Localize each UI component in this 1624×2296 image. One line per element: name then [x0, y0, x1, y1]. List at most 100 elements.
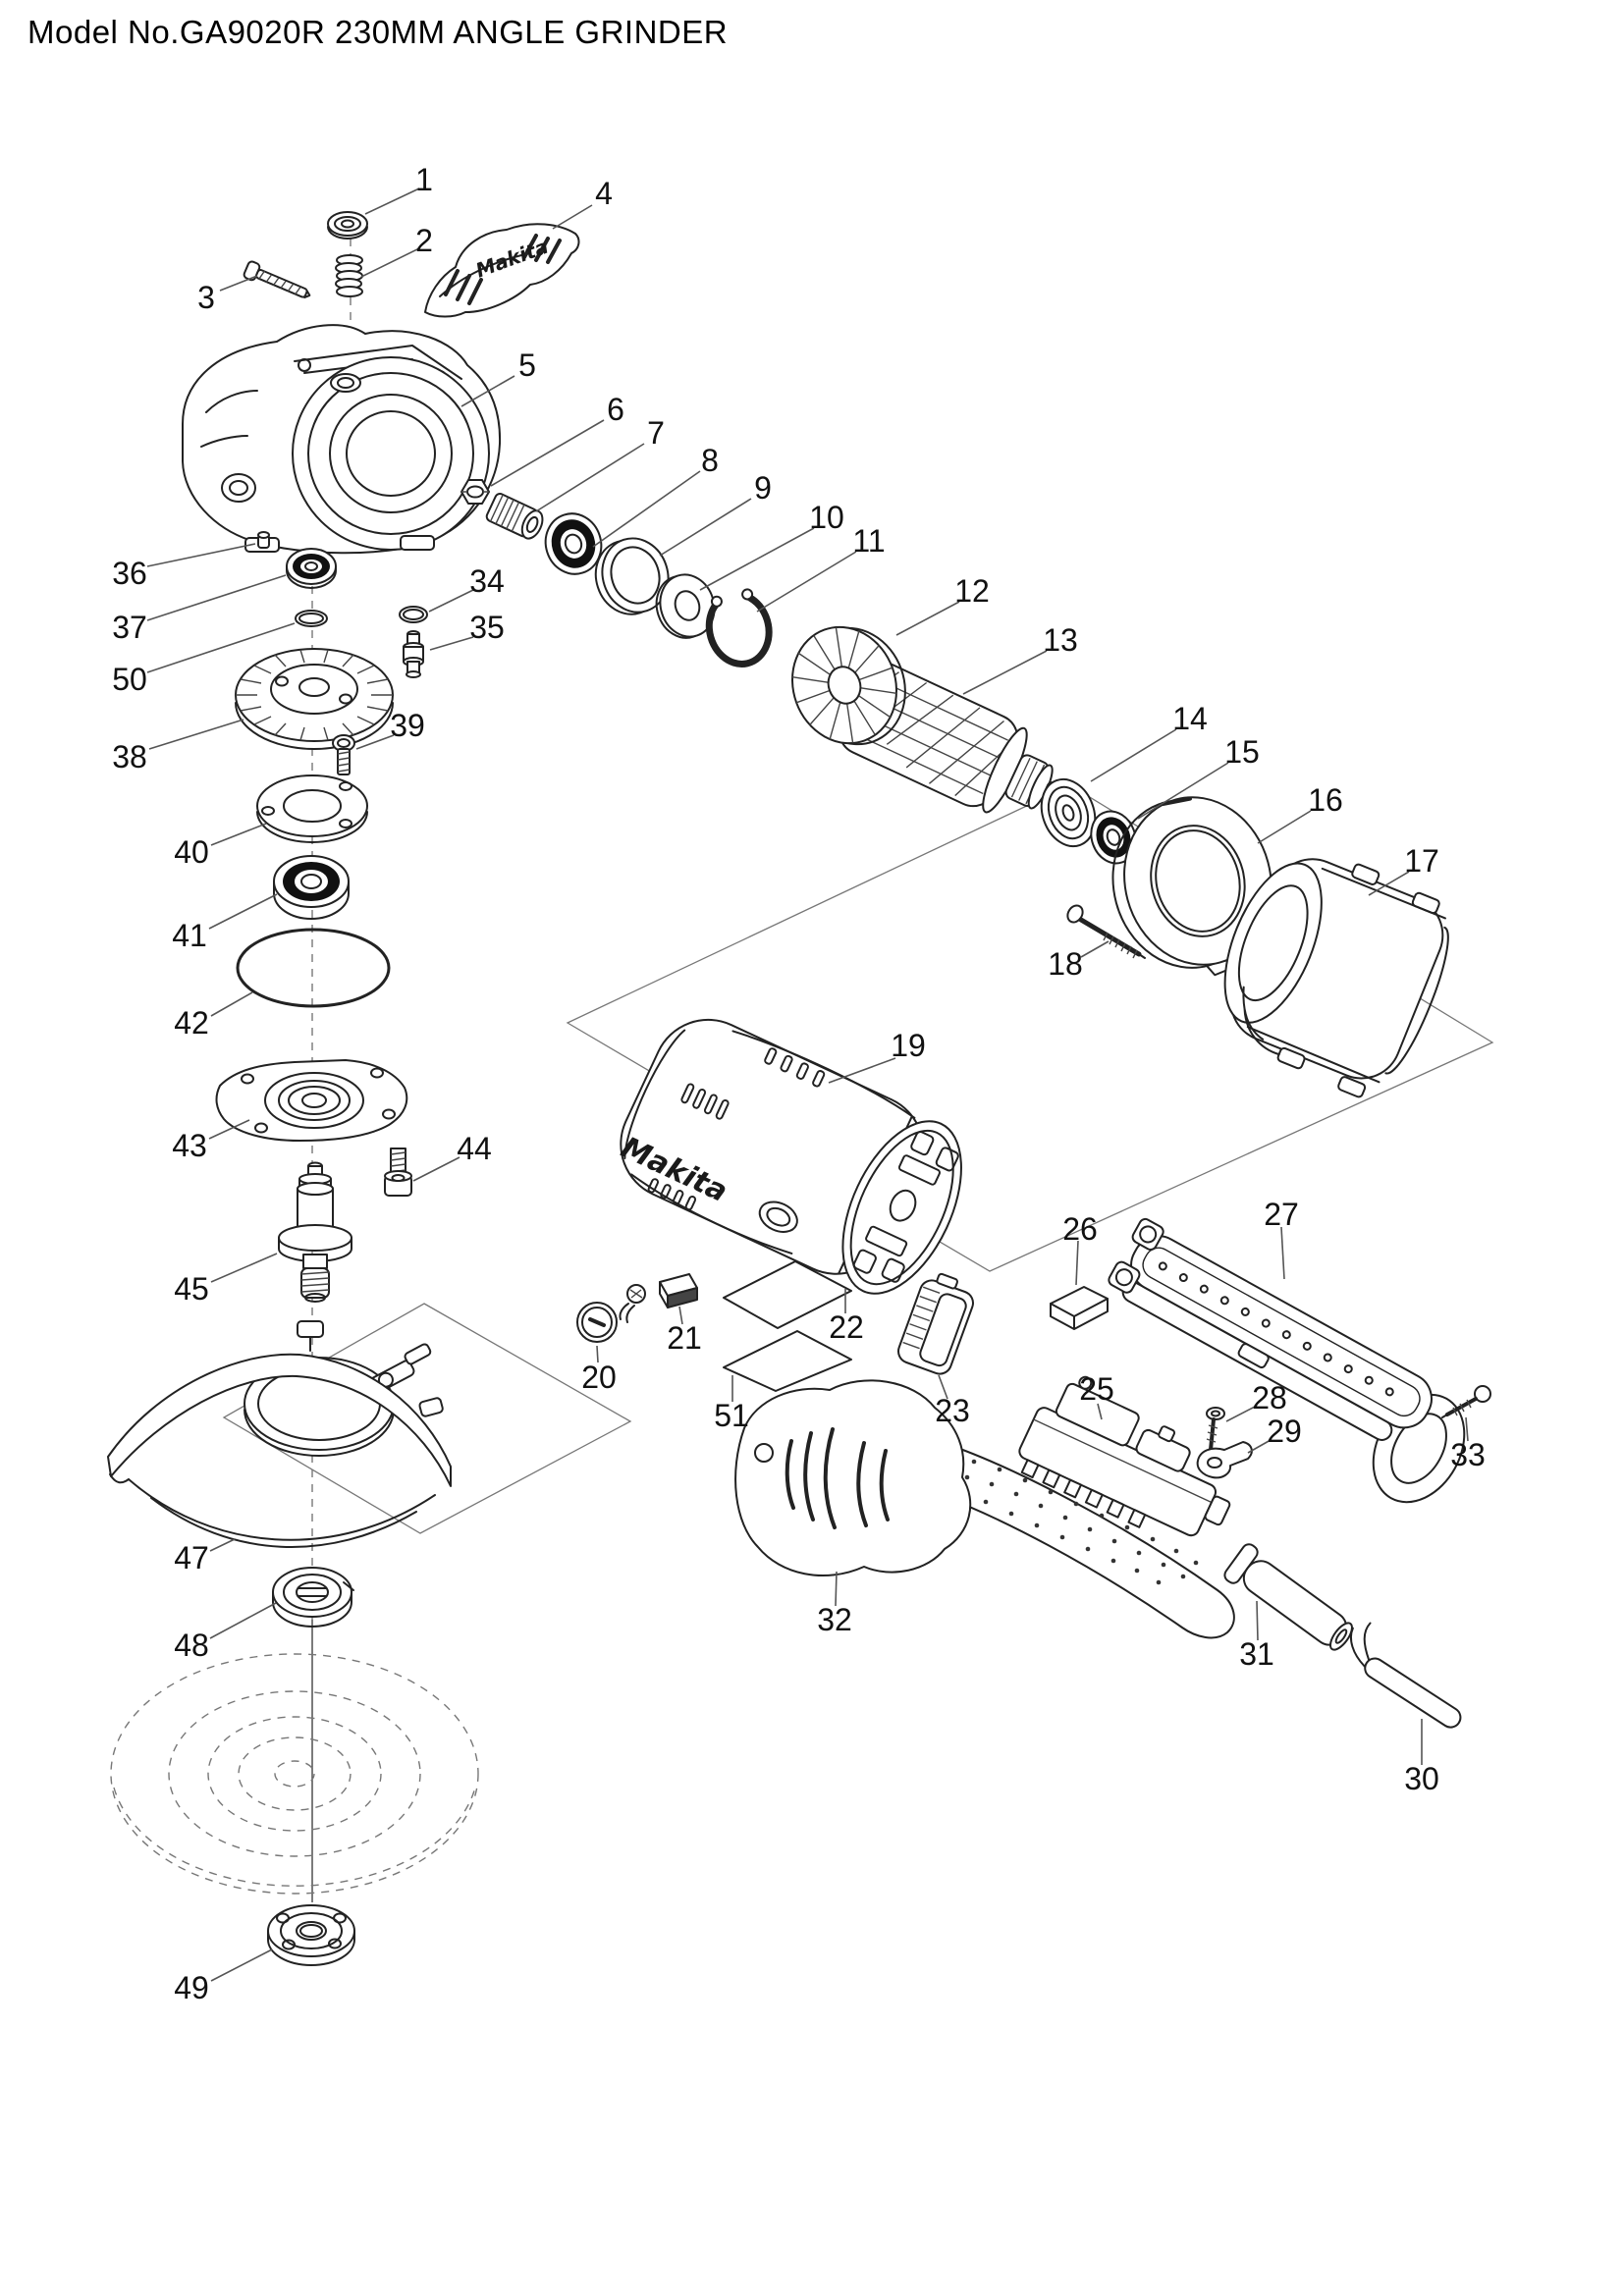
svg-text:28: 28 — [1252, 1380, 1287, 1415]
label-26: 26 — [1062, 1211, 1098, 1286]
svg-text:14: 14 — [1172, 701, 1208, 736]
part-wheel-guard — [107, 1353, 452, 1548]
label-38: 38 — [112, 719, 244, 774]
part-fan — [791, 625, 906, 746]
part-guard-clamp-ring — [244, 1320, 444, 1457]
label-11: 11 — [756, 523, 886, 613]
page-title: Model No.GA9020R 230MM ANGLE GRINDER — [27, 14, 729, 50]
label-25: 25 — [1079, 1371, 1114, 1420]
parts: Makita — [107, 211, 1491, 1966]
svg-text:29: 29 — [1267, 1414, 1302, 1449]
svg-text:5: 5 — [518, 347, 536, 383]
svg-text:30: 30 — [1404, 1761, 1439, 1796]
part-pinion-gear — [485, 493, 544, 540]
part-controller — [897, 1272, 974, 1375]
part-bearing-box — [215, 1059, 408, 1142]
svg-text:32: 32 — [817, 1602, 852, 1637]
part-inner-flange — [272, 1567, 354, 1628]
svg-text:12: 12 — [954, 573, 990, 609]
part-switch-screw — [1206, 1407, 1225, 1454]
label-4: 4 — [552, 176, 613, 230]
label-45: 45 — [174, 1253, 278, 1307]
part-handle-cover: Makita — [424, 223, 580, 318]
part-handle-upper — [1108, 1217, 1466, 1504]
svg-text:49: 49 — [174, 1970, 209, 2005]
part-ball-bearing-upper — [286, 548, 337, 589]
svg-text:37: 37 — [112, 610, 147, 645]
svg-text:41: 41 — [172, 918, 207, 953]
svg-text:3: 3 — [197, 280, 215, 315]
part-tapping-screw — [243, 260, 311, 299]
label-1: 1 — [364, 162, 433, 215]
label-10: 10 — [699, 500, 844, 591]
label-22: 22 — [829, 1289, 864, 1345]
label-6: 6 — [490, 392, 624, 487]
svg-text:34: 34 — [469, 563, 505, 599]
svg-text:8: 8 — [701, 443, 719, 478]
label-27: 27 — [1264, 1197, 1299, 1280]
label-16: 16 — [1257, 782, 1343, 844]
part-carbon-brush — [619, 1273, 698, 1323]
part-spindle — [278, 1161, 352, 1303]
label-28: 28 — [1225, 1380, 1287, 1422]
svg-text:22: 22 — [829, 1309, 864, 1345]
label-50: 50 — [112, 622, 296, 697]
svg-text:50: 50 — [112, 662, 147, 697]
svg-text:39: 39 — [390, 708, 425, 743]
svg-text:15: 15 — [1224, 734, 1260, 770]
part-insulation-washer — [1040, 777, 1097, 848]
label-19: 19 — [828, 1028, 926, 1084]
part-switch — [1018, 1375, 1231, 1537]
svg-text:18: 18 — [1048, 946, 1083, 982]
label-32: 32 — [817, 1571, 852, 1637]
label-35: 35 — [429, 610, 505, 651]
svg-text:33: 33 — [1450, 1437, 1486, 1472]
svg-text:40: 40 — [174, 834, 209, 870]
part-name-plate — [723, 1260, 852, 1329]
label-21: 21 — [667, 1306, 702, 1356]
svg-text:42: 42 — [174, 1005, 209, 1041]
label-48: 48 — [174, 1602, 277, 1663]
svg-text:20: 20 — [581, 1360, 617, 1395]
svg-text:10: 10 — [809, 500, 844, 535]
svg-text:31: 31 — [1239, 1636, 1274, 1672]
svg-text:13: 13 — [1043, 622, 1078, 658]
part-spring — [335, 254, 363, 297]
part-ball-bearing-rear — [1090, 810, 1137, 865]
svg-text:9: 9 — [754, 470, 772, 506]
part-flange-screw — [332, 734, 355, 775]
label-49: 49 — [174, 1949, 273, 2005]
svg-text:16: 16 — [1308, 782, 1343, 818]
label-18: 18 — [1048, 940, 1110, 982]
svg-text:35: 35 — [469, 610, 505, 645]
part-bearing-retainer — [256, 774, 368, 843]
label-23: 23 — [935, 1374, 970, 1428]
svg-text:47: 47 — [174, 1540, 209, 1575]
label-43: 43 — [172, 1119, 250, 1163]
label-31: 31 — [1239, 1600, 1274, 1672]
label-14: 14 — [1090, 701, 1208, 782]
label-44: 44 — [412, 1131, 492, 1182]
svg-text:27: 27 — [1264, 1197, 1299, 1232]
part-spiral-bevel-gear — [235, 648, 394, 750]
part-lock-nut — [267, 1904, 355, 1966]
label-33: 33 — [1450, 1416, 1486, 1472]
svg-text:2: 2 — [415, 223, 433, 258]
label-5: 5 — [460, 347, 536, 407]
svg-text:51: 51 — [714, 1398, 749, 1433]
part-screw-cap — [327, 211, 368, 240]
label-42: 42 — [174, 991, 253, 1041]
label-3: 3 — [197, 275, 258, 315]
label-40: 40 — [174, 823, 267, 870]
part-cord-guard — [1223, 1543, 1353, 1651]
svg-text:11: 11 — [852, 523, 885, 559]
label-51: 51 — [714, 1375, 749, 1433]
part-field-screw — [1066, 904, 1146, 959]
svg-text:1: 1 — [415, 162, 433, 197]
label-20: 20 — [581, 1345, 617, 1395]
svg-text:48: 48 — [174, 1628, 209, 1663]
label-47: 47 — [174, 1538, 236, 1575]
label-41: 41 — [172, 893, 278, 953]
